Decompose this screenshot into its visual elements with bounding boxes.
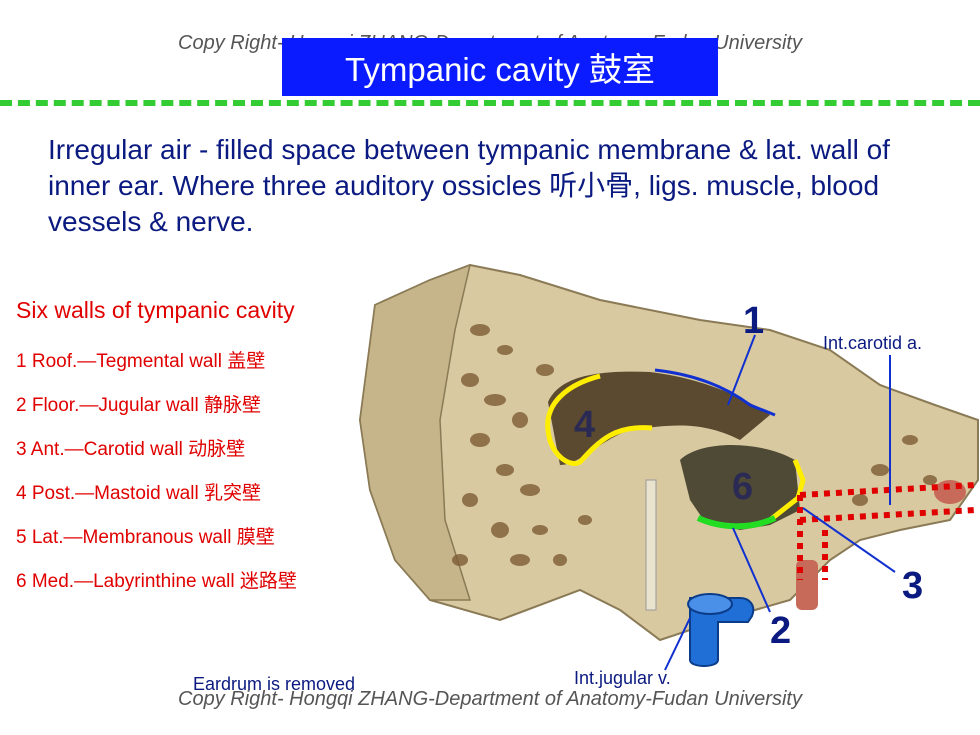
air-cells [452, 324, 937, 566]
slide-title: Tympanic cavity 鼓室 [282, 38, 718, 96]
wall-item-anterior: 3 Ant.—Carotid wall 动脉壁 [16, 439, 246, 460]
tympanic-cavity-space [680, 445, 800, 530]
wall-item-roof: 1 Roof.—Tegmental wall 盖壁 [16, 351, 266, 372]
jugular-vein [689, 597, 755, 667]
label-eardrum-removed: Eardrum is removed [193, 674, 356, 694]
styloid-process [645, 479, 657, 611]
wall-item-medial: 6 Med.—Labyrinthine wall 迷路壁 [16, 571, 297, 592]
label-1-roof: 1 [743, 300, 765, 342]
wall-item-floor: 2 Floor.—Jugular wall 静脉壁 [16, 395, 261, 416]
label-6-medial: 6 [732, 466, 754, 508]
leader-2 [732, 527, 771, 613]
leader-jugular [664, 617, 691, 671]
copyright-bottom: Copy Right- Hongqi ZHANG-Department of A… [178, 688, 802, 710]
leader-1 [727, 334, 756, 406]
anterior-wall-outline [768, 459, 806, 522]
label-4-posterior: 4 [574, 404, 596, 446]
walls-heading: Six walls of tympanic cavity [16, 297, 295, 323]
wall-item-posterior: 4 Post.—Mastoid wall 乳突壁 [16, 483, 261, 504]
label-internal-carotid: Int.carotid a. [823, 333, 923, 353]
floor-outline [696, 515, 777, 530]
roof-outline [654, 368, 776, 417]
label-internal-jugular: Int.jugular v. [574, 668, 671, 688]
posterior-wall-outline [545, 373, 653, 466]
jugular-vein-top [687, 593, 733, 615]
wall-item-lateral: 5 Lat.—Membranous wall 膜壁 [16, 527, 275, 548]
leader-3 [802, 507, 896, 573]
label-3-anterior: 3 [902, 565, 924, 607]
carotid-canal-outline [797, 482, 976, 580]
intro-text: Irregular air - filled space between tym… [48, 134, 890, 237]
label-2-floor: 2 [770, 610, 792, 652]
dashed-divider [0, 100, 980, 106]
